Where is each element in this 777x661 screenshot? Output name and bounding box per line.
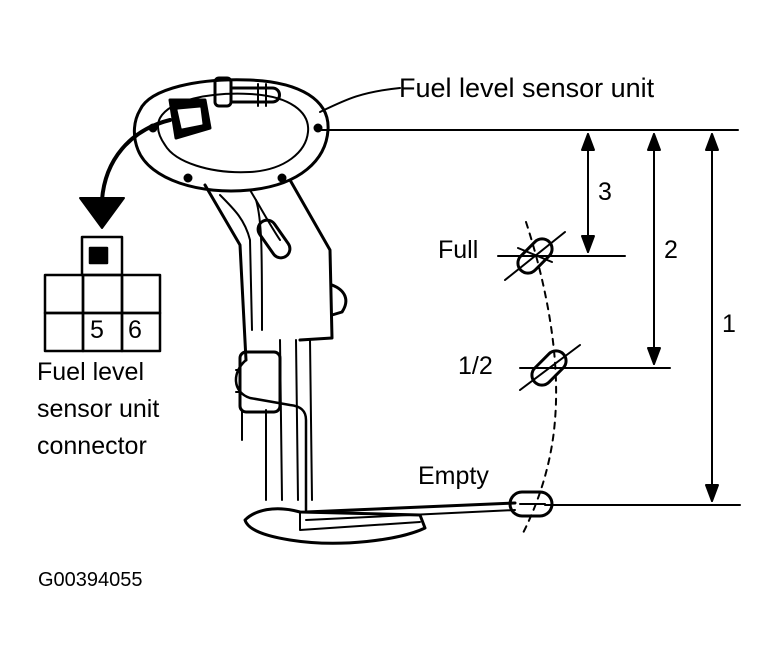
dimension-3-label: 3: [598, 178, 612, 206]
dimension-lines: [317, 129, 741, 506]
empty-label: Empty: [418, 462, 489, 490]
full-label: Full: [438, 236, 478, 264]
connector-label-line3: connector: [37, 432, 147, 460]
half-label: 1/2: [458, 352, 493, 380]
pin-5-label: 5: [90, 316, 104, 344]
sensor-body: [203, 178, 517, 545]
curved-arrow-icon: [79, 118, 172, 229]
sensor-unit-label: Fuel level sensor unit: [399, 73, 655, 103]
figure-code: G00394055: [38, 569, 143, 591]
connector-pinout: [43, 235, 162, 353]
float-swing-arc: [521, 221, 558, 536]
dimension-2-label: 2: [664, 236, 678, 264]
connector-label-line2: sensor unit: [37, 395, 159, 423]
sensor-unit-leader: [319, 87, 401, 113]
dimension-1-label: 1: [722, 310, 736, 338]
pin-6-label: 6: [128, 316, 142, 344]
connector-label-line1: Fuel level: [37, 358, 144, 386]
float-icon: [504, 231, 581, 518]
sensor-flange: [132, 76, 330, 193]
